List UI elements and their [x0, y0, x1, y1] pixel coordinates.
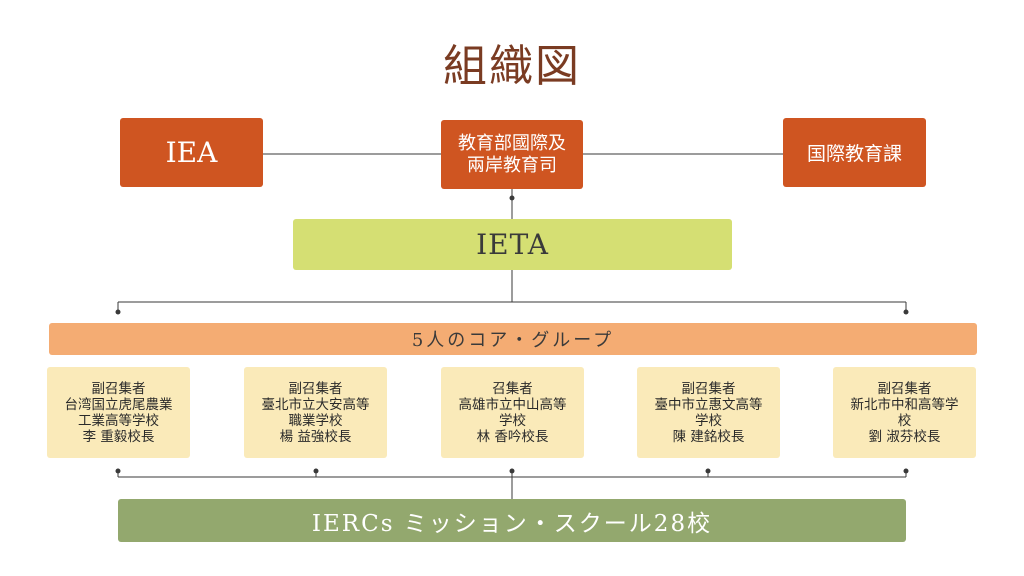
member-node: 副召集者 新北市中和高等学 校 劉 淑芬校長	[833, 367, 976, 458]
node-ministry-of-education: 教育部國際及 兩岸教育司	[441, 120, 583, 189]
node-international-education-division: 国際教育課	[783, 118, 926, 187]
node-iea: IEA	[120, 118, 263, 187]
node-ieta: IETA	[293, 219, 732, 270]
member-node: 副召集者 台湾国立虎尾農業 工業高等学校 李 重毅校長	[47, 367, 190, 458]
member-node: 召集者 高雄市立中山高等 学校 林 香吟校長	[441, 367, 584, 458]
page-title: 組織図	[443, 41, 581, 92]
node-mission-schools: IERCs ミッション・スクール28校	[118, 499, 906, 542]
member-node: 副召集者 臺北市立大安高等 職業学校 楊 益強校長	[244, 367, 387, 458]
member-node: 副召集者 臺中市立惠文高等 学校 陳 建銘校長	[637, 367, 780, 458]
node-core-group: 5人のコア・グループ	[49, 323, 977, 355]
